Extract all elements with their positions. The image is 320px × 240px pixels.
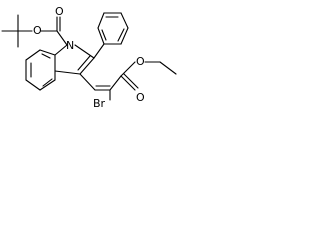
vinyl-to-ester-carbon-bond <box>109 75 122 91</box>
ethyl-bond <box>159 61 177 75</box>
phenyl-double-bond-inner-b <box>117 28 125 42</box>
benzo-bond-4 <box>25 79 41 91</box>
atom-label-o-right-ester: O <box>136 55 145 68</box>
c3-to-vinyl-bond <box>79 73 96 91</box>
chemical-structure-diagram: O O N O O Br <box>1 5 177 110</box>
n-to-c7a-bond <box>54 44 68 56</box>
c3-to-c2-bond <box>79 57 95 75</box>
atom-label-bromine: Br <box>93 97 106 110</box>
benzo-double-bond-inner-b <box>42 78 53 87</box>
benzo-bond-2 <box>25 49 41 61</box>
atom-label-o-ester: O <box>55 5 64 18</box>
phenyl-bond-2 <box>97 12 105 29</box>
phenyl-double-bond-inner-c <box>101 29 107 41</box>
c3a-to-c3-bond <box>54 70 81 75</box>
phenyl-bond-4 <box>120 12 129 29</box>
benzo-bond-1 <box>39 49 56 56</box>
phenyl-bond-1 <box>97 27 105 45</box>
carbonyl-to-nitrogen-bond <box>56 30 68 46</box>
atom-label-o-top: O <box>33 24 42 37</box>
indole-pyrrole-ring <box>54 44 95 75</box>
tert-butyl-group <box>1 14 33 48</box>
c2-to-n-bond <box>74 44 95 59</box>
atom-label-o-right-carbonyl: O <box>136 91 145 104</box>
bromoacrylate-side-chain <box>79 61 177 101</box>
phenyl-ring <box>93 12 129 59</box>
c3-c2-double-bond-inner <box>77 55 91 71</box>
ester-carbon-to-carbonyl-oxygen-bond-b <box>123 73 139 89</box>
atom-label-n-indole: N <box>66 39 74 52</box>
benzo-bond-5 <box>39 79 56 91</box>
indole-benzene-ring <box>25 49 56 91</box>
ester-carbon-to-carbonyl-oxygen-bond-a <box>120 75 136 91</box>
phenyl-bond-5 <box>120 27 129 45</box>
c2-to-phenyl-bond <box>93 43 105 59</box>
boc-group <box>40 16 68 46</box>
ester-carbon-to-oxygen-bond <box>120 61 136 77</box>
benzo-double-bond-inner-c <box>41 53 51 59</box>
